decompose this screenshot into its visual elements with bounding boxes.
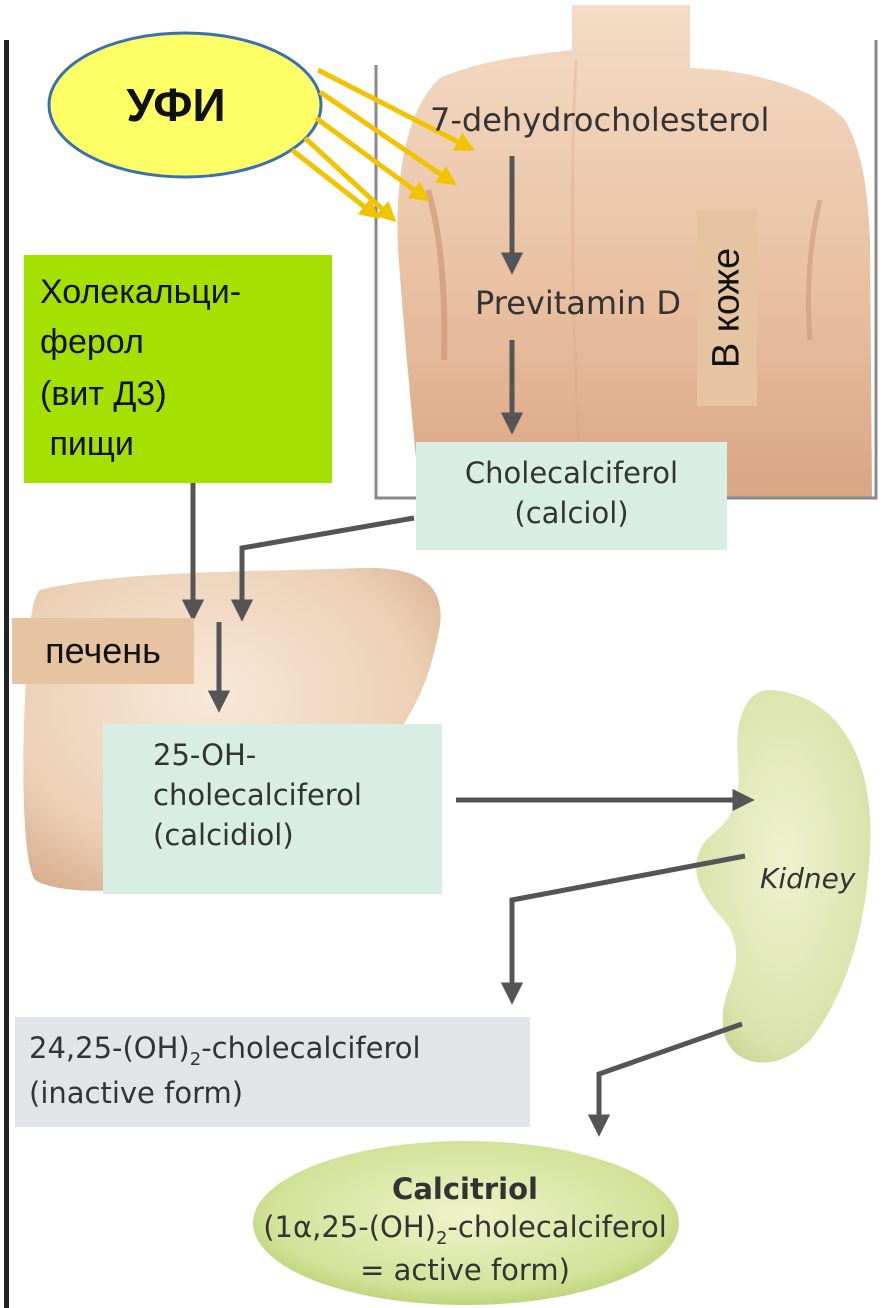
calcitriol-text: Calcitriol (1α,25-(OH)2-cholecalciferol … — [250, 1172, 680, 1287]
uv-ray — [305, 138, 392, 218]
calcitriol-line-2-pre: (1α,25-(OH) — [263, 1210, 436, 1244]
inactive-line-2: (inactive form) — [29, 1076, 530, 1110]
calcitriol-line-2-subscript: 2 — [436, 1228, 447, 1249]
calcidiol-line-3: (calcidiol) — [153, 818, 442, 852]
calcitriol-line-3: = active form) — [250, 1253, 680, 1287]
food-line-3: (вит Д3) — [40, 375, 167, 414]
inactive-line-1-subscript: 2 — [190, 1049, 201, 1070]
inactive-line-1: 24,25-(OH)2-cholecalciferol — [29, 1031, 530, 1070]
food-line-1: Холекальци- — [40, 273, 241, 312]
inactive-line-1-pre: 24,25-(OH) — [29, 1031, 190, 1065]
arrow-kidney-to-calcitriol — [599, 1024, 742, 1130]
calcidiol-line-2: cholecalciferol — [153, 778, 442, 812]
uv-label: УФИ — [96, 78, 256, 132]
left-border-line — [4, 40, 9, 1308]
liver-location-tag: печень — [12, 618, 194, 684]
inactive-line-1-post: -cholecalciferol — [201, 1031, 420, 1065]
label-previtamin-d: Previtamin D — [475, 284, 681, 322]
label-7-dehydrocholesterol: 7-dehydrocholesterol — [430, 101, 769, 139]
cholecalciferol-line-2: (calciol) — [416, 496, 727, 530]
uv-ray — [292, 150, 375, 215]
food-cholecalciferol-box: Холекальци- ферол (вит Д3) пищи — [24, 255, 332, 483]
calcidiol-box: 25-OH- cholecalciferol (calcidiol) — [103, 724, 442, 894]
calcitriol-line-2: (1α,25-(OH)2-cholecalciferol — [250, 1210, 680, 1249]
skin-location-text: В коже — [706, 248, 749, 368]
skin-back-illustration — [397, 5, 872, 498]
inactive-form-box: 24,25-(OH)2-cholecalciferol (inactive fo… — [15, 1017, 530, 1127]
calcitriol-line-2-post: -cholecalciferol — [447, 1210, 666, 1244]
calcidiol-line-1: 25-OH- — [153, 738, 442, 772]
cholecalciferol-box: Cholecalciferol (calciol) — [416, 442, 727, 550]
calcitriol-title: Calcitriol — [250, 1172, 680, 1206]
food-line-4: пищи — [40, 425, 134, 464]
food-line-2: ферол — [40, 323, 144, 362]
cholecalciferol-line-1: Cholecalciferol — [416, 456, 727, 490]
skin-location-tag: В коже — [697, 210, 757, 406]
kidney-label: Kidney — [760, 862, 855, 895]
